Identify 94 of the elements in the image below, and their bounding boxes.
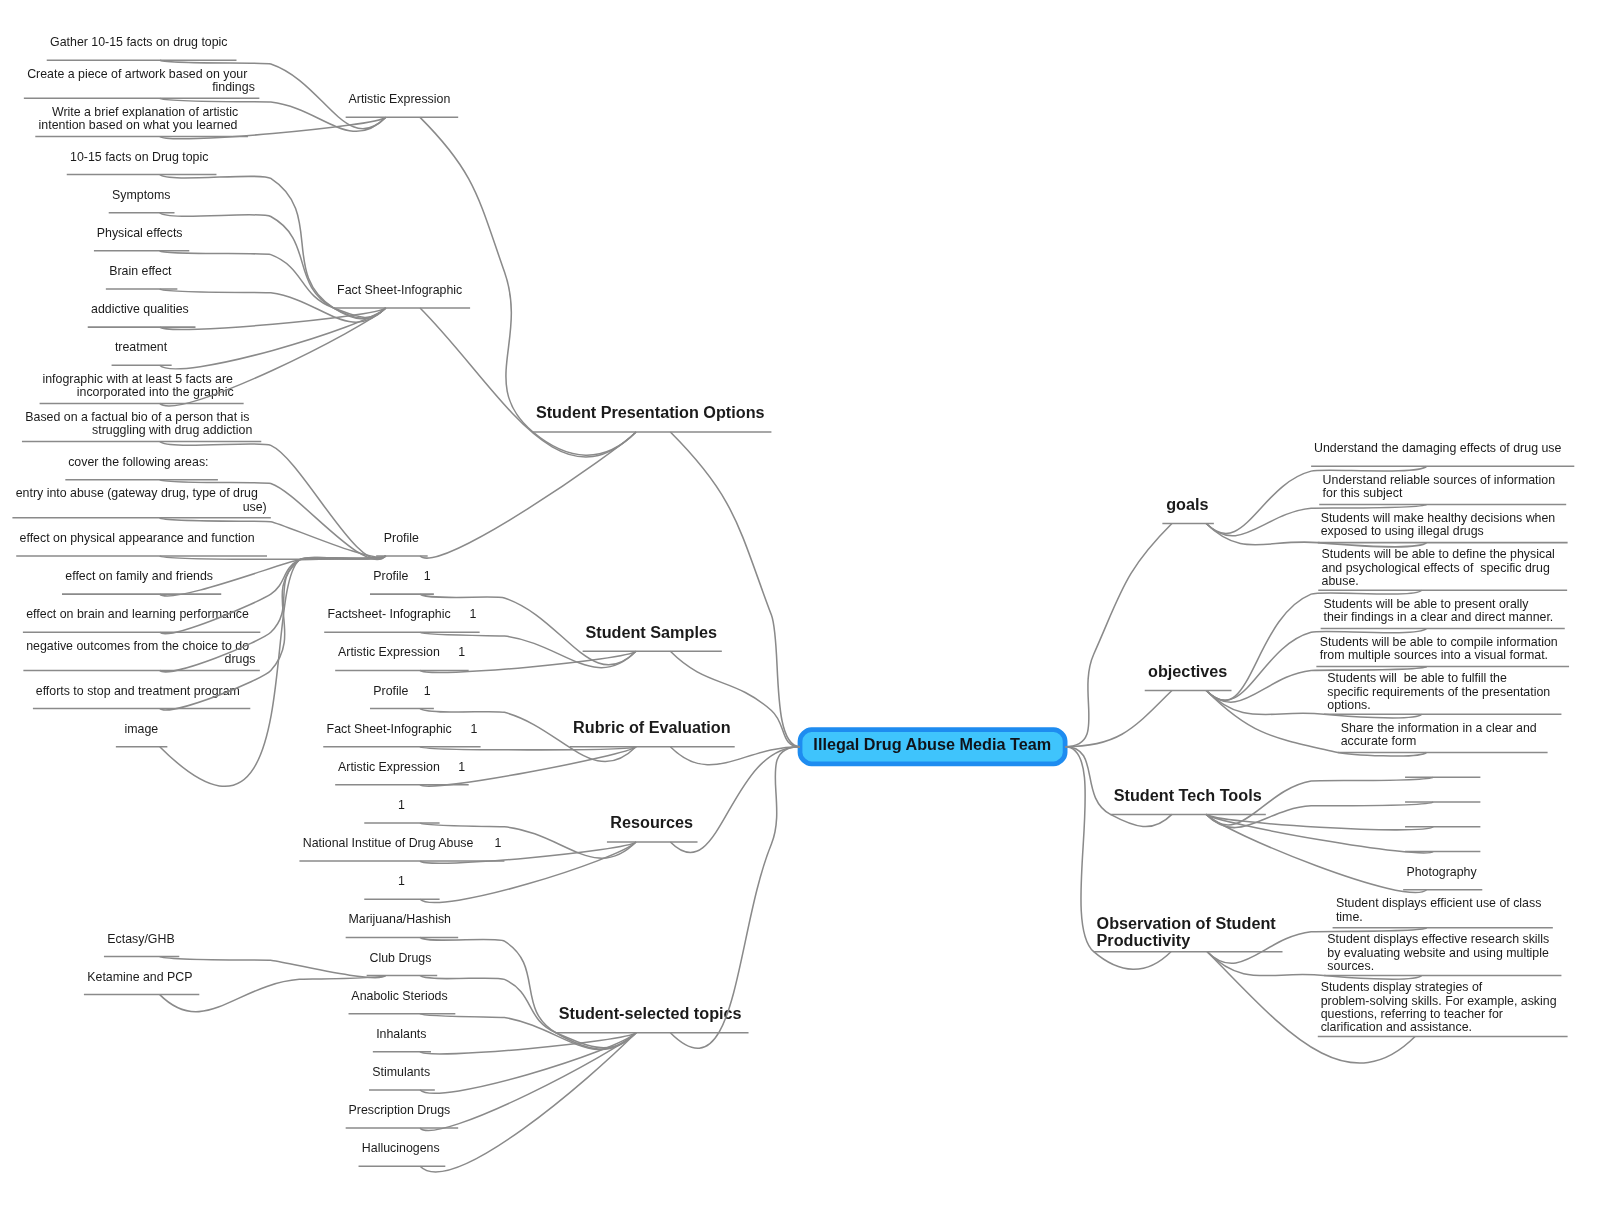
connector <box>158 307 387 370</box>
node-text: Resources <box>610 813 694 832</box>
connector <box>158 59 387 130</box>
node-text: Ectasy/GHB <box>107 931 175 946</box>
node-text: Symptoms <box>112 187 171 202</box>
node-text: Artistic Expression 1 <box>338 645 466 660</box>
node-line <box>1404 826 1482 828</box>
node-text: Factsheet- Infographic 1 <box>327 607 477 622</box>
connector <box>419 841 637 904</box>
node-text: Student-selected topics <box>558 1004 742 1023</box>
node-text: Brain effect <box>109 264 172 279</box>
connector <box>1205 689 1423 719</box>
node-text: Students display strategies of problem-solving skills. For example, asking questions, referring to teacher for clarification and assistance. <box>1320 980 1557 1035</box>
node-text: Profile 1 <box>373 569 431 584</box>
node-text: Club Drugs <box>369 950 432 965</box>
node-text: Inhalants <box>376 1026 427 1041</box>
node-text: efforts to stop and treatment program <box>35 683 240 698</box>
node-line <box>1404 776 1482 778</box>
node-text: Ketamine and PCP <box>87 969 193 984</box>
node-text: Student displays efficient use of class time. <box>1335 896 1542 924</box>
node-text: Observation of Student Productivity <box>1096 914 1276 949</box>
connector <box>419 1032 637 1173</box>
connector <box>158 478 387 560</box>
node-text: Marijuana/Hashish <box>348 912 452 927</box>
node-text: Students will be able to present orally their findings in a clear and direct manner. <box>1323 596 1554 625</box>
node-text: 1 <box>398 798 405 813</box>
connector <box>419 1032 637 1132</box>
node-text: National Institue of Drug Abuse 1 <box>302 836 502 851</box>
node-text: Rubric of Evaluation <box>573 717 731 736</box>
connector <box>669 745 801 1049</box>
connector <box>419 707 637 763</box>
connector <box>419 1032 637 1094</box>
node-text: Profile 1 <box>373 683 431 698</box>
node-text: negative outcomes from the choice to do drugs <box>26 638 256 667</box>
node-text: Based on a factual bio of a person that is struggling with drug addiction <box>25 409 253 438</box>
node-text: Artistic Expression <box>348 92 451 107</box>
connector <box>158 955 387 979</box>
connector <box>419 745 637 787</box>
node-text: treatment <box>114 340 168 355</box>
node-line <box>1404 801 1482 803</box>
node-text: infographic with at least 5 facts are incorporated into the graphic <box>42 371 234 400</box>
node-text: effect on physical appearance and function <box>19 531 255 546</box>
node-text: Student Tech Tools <box>1113 785 1262 804</box>
connector <box>419 631 637 669</box>
node-text: Fact Sheet-Infographic 1 <box>326 721 478 736</box>
connector <box>158 116 387 140</box>
node-text: Understand reliable sources of information for this subject <box>1322 472 1556 501</box>
connector <box>419 1032 637 1055</box>
node-text: Hallucinogens <box>361 1141 440 1156</box>
node-text: Student displays effective research skills by evaluating website and using multiple sources. <box>1327 932 1550 974</box>
node-box: Illegal Drug Abuse Media Team <box>797 727 1068 767</box>
connector <box>1205 522 1428 548</box>
node-text: Fact Sheet-Infographic <box>337 283 463 298</box>
node-text: goals <box>1166 494 1209 513</box>
node-text: Stimulants <box>372 1065 431 1080</box>
connector <box>1206 950 1416 1064</box>
connector <box>158 555 387 787</box>
node-text: effect on family and friends <box>65 569 213 584</box>
node-text: addictive qualities <box>91 302 189 317</box>
node-text: Write a brief explanation of artistic intention based on what you learned <box>38 104 239 133</box>
node-text: Students will be able to define the physical and psychological effects of specific drug abuse. <box>1321 547 1555 588</box>
connector <box>1064 745 1172 970</box>
connector <box>419 431 637 559</box>
node-text: cover the following areas: <box>68 454 209 469</box>
node-text: image <box>124 721 159 736</box>
node-text: Gather 10-15 facts on drug topic <box>50 35 228 50</box>
node-text: Anabolic Steriods <box>351 988 448 1003</box>
node-text: 1 <box>398 874 405 889</box>
connector <box>158 307 387 331</box>
node-text: 10-15 facts on Drug topic <box>70 149 209 164</box>
connector <box>1205 813 1428 894</box>
connector <box>419 650 637 674</box>
node-text: Students will be able to compile information from multiple sources into a visual format. <box>1319 634 1558 663</box>
node-text: Profile <box>383 531 419 546</box>
connector <box>158 974 387 1013</box>
node-text: entry into abuse (gateway drug, type of drug use) <box>15 486 267 514</box>
node-text: Prescription Drugs <box>348 1103 451 1118</box>
node-text: Artistic Expression 1 <box>338 759 466 774</box>
node-text: Students will be able to fulfill the specific requirements of the presentation options. <box>1327 671 1551 712</box>
node-text: Physical effects <box>96 225 183 240</box>
node-text: effect on brain and learning performance <box>26 607 249 622</box>
node-text: objectives <box>1148 661 1228 680</box>
node-text: Student Samples <box>585 622 717 641</box>
connector <box>158 97 387 132</box>
node-text: Create a piece of artwork based on your findings <box>27 66 255 95</box>
connector <box>158 440 387 561</box>
node-text: Understand the damaging effects of drug use <box>1313 441 1562 456</box>
node-text: Students will make healthy decisions when exposed to using illegal drugs <box>1320 511 1556 539</box>
node-text: Student Presentation Options <box>535 403 765 422</box>
node-text: Share the information in a clear and accurate form <box>1340 720 1537 749</box>
connector <box>1205 689 1428 757</box>
connector <box>419 822 637 859</box>
node-text: Photography <box>1406 864 1477 879</box>
connector <box>158 307 387 407</box>
